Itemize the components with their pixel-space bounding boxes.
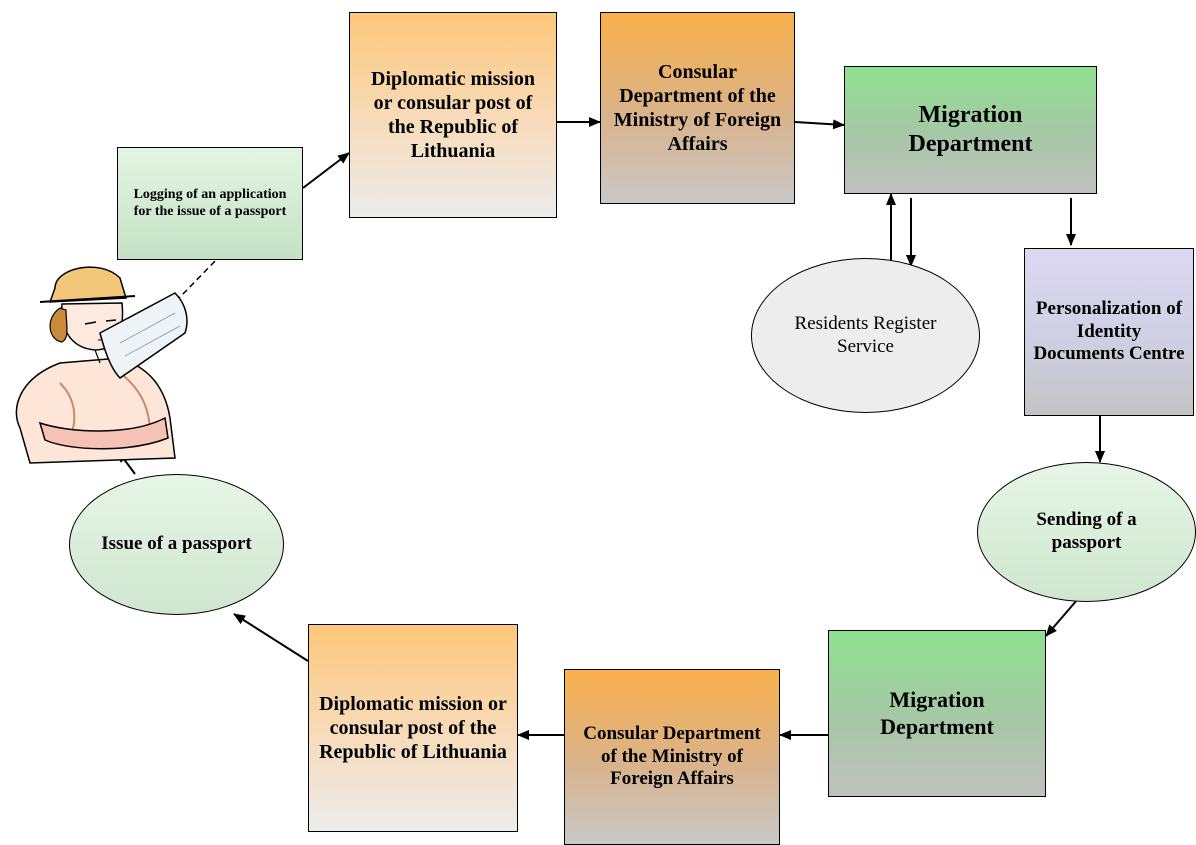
personalization-centre-box: Personalization of Identity Documents Ce… <box>1024 248 1194 416</box>
diplomatic-mission-top-label: Diplomatic mission or consular post of t… <box>371 68 535 162</box>
migration-department-bottom-label: Migration Department <box>880 687 994 739</box>
consular-department-bottom-label: Consular Department of the Ministry of F… <box>583 722 761 790</box>
migration-department-bottom-box: Migration Department <box>828 630 1046 797</box>
arrow-mission-to-issue <box>233 613 309 662</box>
arrow-sending-to-migration <box>1045 599 1078 637</box>
issue-passport-ellipse: Issue of a passport <box>69 474 284 615</box>
logging-application-label: Logging of an application for the issue … <box>133 186 287 219</box>
consular-department-top-label: Consular Department of the Ministry of F… <box>613 61 782 155</box>
migration-department-top-box: Migration Department <box>844 66 1097 194</box>
diplomatic-mission-bottom-box: Diplomatic mission or consular post of t… <box>308 624 518 832</box>
sending-passport-ellipse: Sending of a passport <box>977 462 1196 602</box>
arrow-logging-to-mission <box>302 152 350 189</box>
diplomatic-mission-bottom-label: Diplomatic mission or consular post of t… <box>319 693 507 763</box>
diplomatic-mission-top-box: Diplomatic mission or consular post of t… <box>349 12 557 218</box>
residents-register-service-ellipse: Residents Register Service <box>751 258 980 413</box>
arrow-consular-to-migration <box>794 119 845 130</box>
consular-department-bottom-box: Consular Department of the Ministry of F… <box>564 669 780 845</box>
dashed-line-person-to-logging <box>147 257 219 331</box>
worker-with-blueprints-icon <box>15 266 188 464</box>
personalization-centre-label: Personalization of Identity Documents Ce… <box>1033 297 1185 365</box>
sending-passport-label: Sending of a passport <box>1036 509 1137 553</box>
consular-department-top-box: Consular Department of the Ministry of F… <box>600 12 795 204</box>
residents-register-service-label: Residents Register Service <box>794 312 937 357</box>
logging-application-box: Logging of an application for the issue … <box>117 147 303 260</box>
issue-passport-label: Issue of a passport <box>101 533 252 555</box>
migration-department-top-label: Migration Department <box>908 102 1033 157</box>
